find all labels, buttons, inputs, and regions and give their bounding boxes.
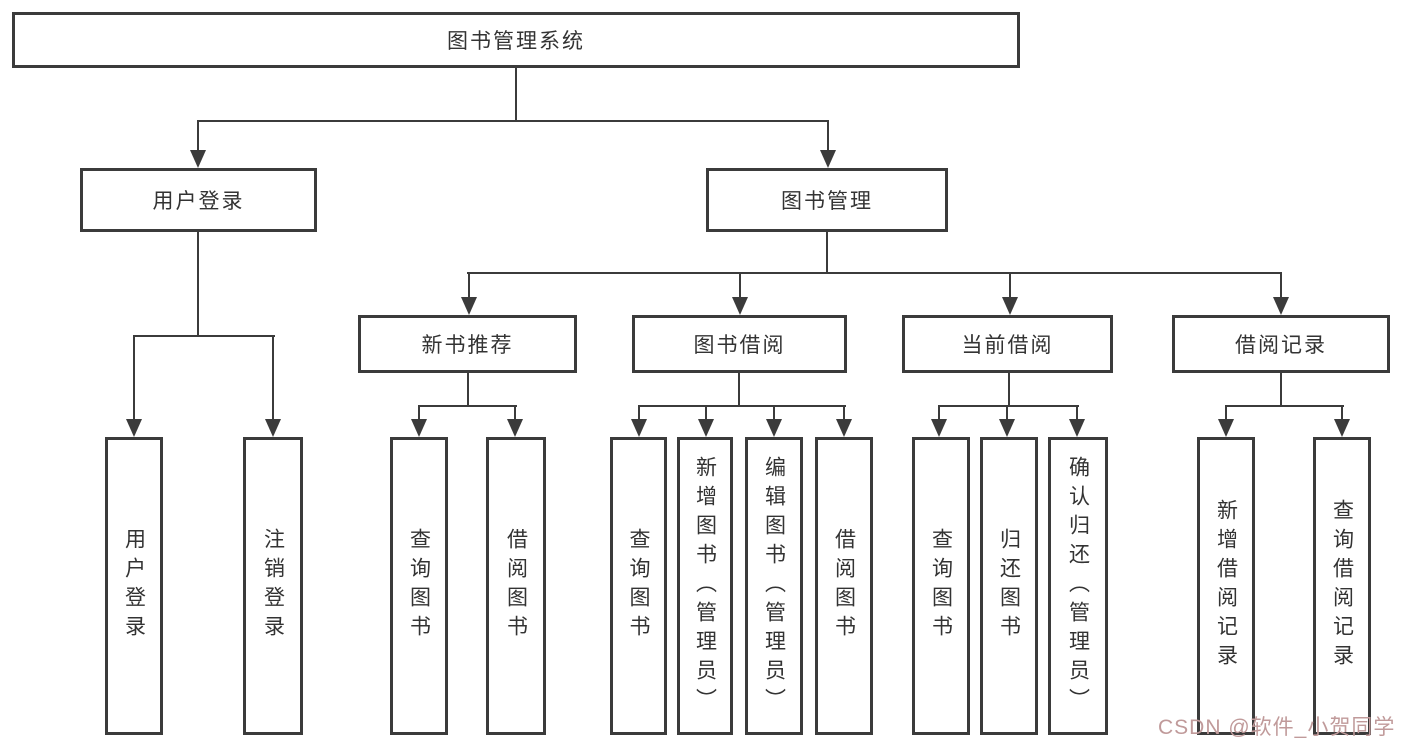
- leaf-label: 编辑图书（管理员）: [762, 455, 786, 717]
- leaf-user-login: 用户登录: [105, 437, 163, 735]
- leaf-label: 查询图书: [407, 528, 431, 644]
- connector-line: [197, 120, 829, 122]
- leaf-add-books-admin: 新增图书（管理员）: [677, 437, 733, 735]
- connector-line: [197, 120, 199, 152]
- arrow-down-icon: [1334, 419, 1350, 437]
- node-book-borrow: 图书借阅: [632, 315, 847, 373]
- connector-line: [705, 405, 707, 421]
- connector-line: [773, 405, 775, 421]
- node-label: 用户登录: [152, 190, 245, 213]
- arrow-down-icon: [631, 419, 647, 437]
- arrow-down-icon: [507, 419, 523, 437]
- connector-line: [843, 405, 845, 421]
- connector-line: [133, 335, 275, 337]
- connector-line: [826, 232, 828, 274]
- leaf-label: 新增图书（管理员）: [693, 455, 717, 717]
- leaf-edit-books-admin: 编辑图书（管理员）: [745, 437, 803, 735]
- leaf-query-borrow-record: 查询借阅记录: [1313, 437, 1371, 735]
- leaf-label: 借阅图书: [504, 528, 528, 644]
- node-library-management-system: 图书管理系统: [12, 12, 1020, 68]
- leaf-label: 查询图书: [627, 528, 650, 644]
- arrow-down-icon: [732, 297, 748, 315]
- connector-line: [739, 272, 741, 299]
- node-label: 图书借阅: [693, 334, 786, 357]
- connector-line: [418, 405, 517, 407]
- leaf-label: 用户登录: [122, 528, 146, 644]
- arrow-down-icon: [126, 419, 142, 437]
- node-user-login: 用户登录: [80, 168, 317, 232]
- node-label: 新书推荐: [421, 334, 514, 357]
- arrow-down-icon: [461, 297, 477, 315]
- leaf-label: 注销登录: [261, 528, 285, 644]
- leaf-label: 借阅图书: [832, 528, 856, 644]
- connector-line: [1280, 272, 1282, 299]
- leaf-label: 查询图书: [929, 528, 953, 644]
- leaf-borrow-books: 借阅图书: [815, 437, 873, 735]
- connector-line: [1225, 405, 1227, 421]
- arrow-down-icon: [931, 419, 947, 437]
- connector-line: [938, 405, 940, 421]
- leaf-borrow-books-recommend: 借阅图书: [486, 437, 546, 735]
- connector-line: [638, 405, 846, 407]
- connector-line: [515, 68, 517, 122]
- connector-line: [1006, 405, 1008, 421]
- connector-line: [1341, 405, 1343, 421]
- connector-line: [468, 272, 470, 299]
- leaf-label: 确认归还（管理员）: [1066, 455, 1090, 717]
- node-borrow-records: 借阅记录: [1172, 315, 1390, 373]
- leaf-label: 新增借阅记录: [1214, 499, 1238, 673]
- leaf-confirm-return-admin: 确认归还（管理员）: [1048, 437, 1108, 735]
- arrow-down-icon: [190, 150, 206, 168]
- arrow-down-icon: [836, 419, 852, 437]
- connector-line: [738, 373, 740, 407]
- leaf-label: 查询借阅记录: [1330, 499, 1354, 673]
- connector-line: [1076, 405, 1078, 421]
- leaf-add-borrow-record: 新增借阅记录: [1197, 437, 1255, 735]
- leaf-query-books-current: 查询图书: [912, 437, 970, 735]
- connector-line: [197, 232, 199, 337]
- node-label: 当前借阅: [961, 334, 1054, 357]
- arrow-down-icon: [820, 150, 836, 168]
- arrow-down-icon: [999, 419, 1015, 437]
- csdn-watermark: CSDN @软件_小贺同学: [1158, 716, 1396, 739]
- node-label: 图书管理: [781, 190, 873, 213]
- arrow-down-icon: [1218, 419, 1234, 437]
- node-label: 借阅记录: [1235, 334, 1327, 357]
- leaf-query-books-borrow: 查询图书: [610, 437, 667, 735]
- connector-line: [1009, 272, 1011, 299]
- arrow-down-icon: [1273, 297, 1289, 315]
- connector-line: [272, 335, 274, 421]
- arrow-down-icon: [1069, 419, 1085, 437]
- connector-line: [1008, 373, 1010, 407]
- node-new-book-recommend: 新书推荐: [358, 315, 577, 373]
- leaf-label: 归还图书: [997, 528, 1021, 644]
- arrow-down-icon: [766, 419, 782, 437]
- leaf-query-books-recommend: 查询图书: [390, 437, 448, 735]
- arrow-down-icon: [411, 419, 427, 437]
- arrow-down-icon: [698, 419, 714, 437]
- connector-line: [514, 405, 516, 421]
- node-current-borrow: 当前借阅: [902, 315, 1113, 373]
- connector-line: [1225, 405, 1344, 407]
- connector-line: [827, 120, 829, 152]
- arrow-down-icon: [1002, 297, 1018, 315]
- node-book-management: 图书管理: [706, 168, 948, 232]
- connector-line: [418, 405, 420, 421]
- connector-line: [938, 405, 1079, 407]
- connector-line: [1280, 373, 1282, 407]
- connector-line: [467, 272, 1282, 274]
- leaf-logout: 注销登录: [243, 437, 303, 735]
- leaf-return-books: 归还图书: [980, 437, 1038, 735]
- node-label: 图书管理系统: [447, 30, 585, 53]
- connector-line: [133, 335, 135, 421]
- arrow-down-icon: [265, 419, 281, 437]
- connector-line: [467, 373, 469, 407]
- connector-line: [638, 405, 640, 421]
